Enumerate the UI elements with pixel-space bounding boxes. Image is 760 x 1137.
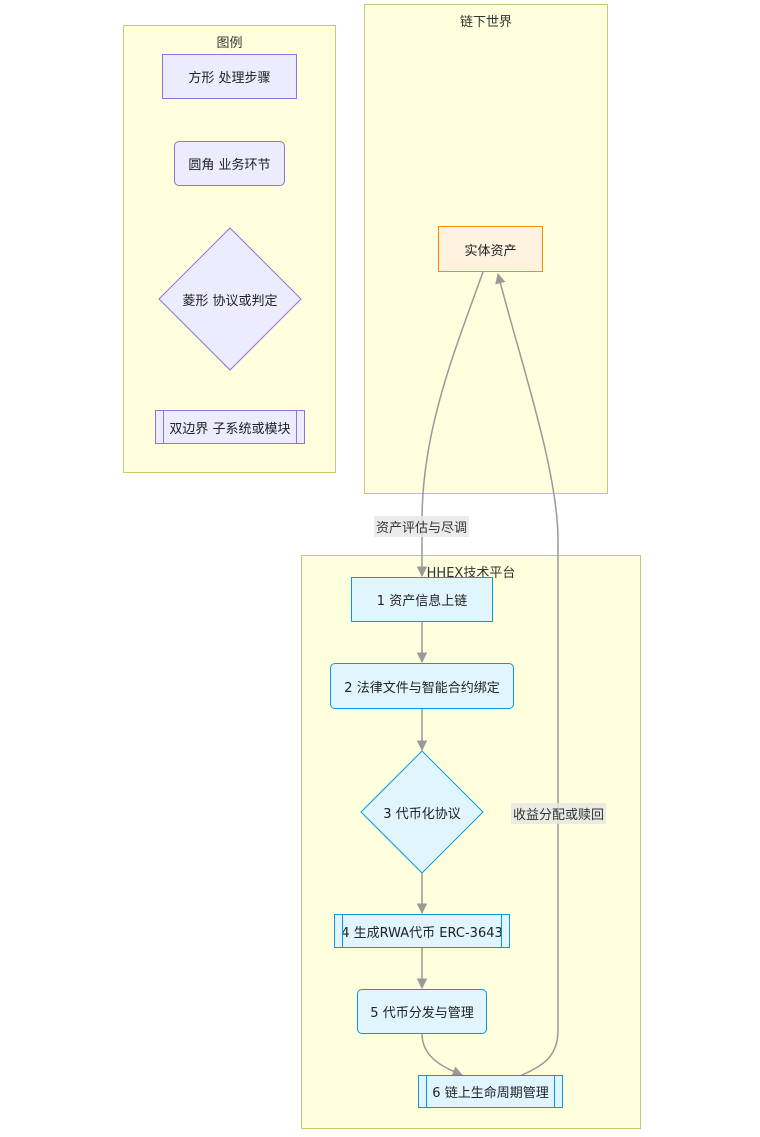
step2-label: 2 法律文件与智能合约绑定 <box>344 680 500 696</box>
offchain-cluster: 链下世界 <box>364 4 608 494</box>
legend-rect-label: 方形 处理步骤 <box>188 71 271 86</box>
step3-label: 3 代币化协议 <box>383 806 461 822</box>
legend-diamond-label: 菱形 协议或判定 <box>182 293 278 309</box>
edge-step5-to-step6 <box>421 1033 463 1077</box>
step4-label: 4 生成RWA代币 ERC-3643 <box>341 925 503 941</box>
legend-subroutine-node: 双边界 子系统或模块 <box>155 410 305 444</box>
step5-label: 5 代币分发与管理 <box>370 1006 474 1021</box>
step6-node: 6 链上生命周期管理 <box>418 1075 563 1108</box>
step2-node: 2 法律文件与智能合约绑定 <box>330 663 514 709</box>
step5-node: 5 代币分发与管理 <box>357 989 487 1034</box>
legend-subroutine-label: 双边界 子系统或模块 <box>169 421 291 437</box>
step4-node: 4 生成RWA代币 ERC-3643 <box>334 914 510 948</box>
step6-label: 6 链上生命周期管理 <box>432 1086 549 1101</box>
asset-label: 实体资产 <box>464 243 517 259</box>
edge-asset-to-step1 <box>416 271 484 578</box>
legend-rounded-node: 圆角 业务环节 <box>174 141 285 186</box>
edge-label-return-flow: 收益分配或赎回 <box>511 803 607 824</box>
step3-node: 3 代币化协议 <box>361 797 483 827</box>
legend-rounded-label: 圆角 业务环节 <box>188 158 271 173</box>
legend-rect-node: 方形 处理步骤 <box>162 54 297 99</box>
legend-diamond-node: 菱形 协议或判定 <box>159 284 301 314</box>
legend-cluster-title: 图例 <box>216 36 243 51</box>
step1-label: 1 资产信息上链 <box>376 594 468 609</box>
asset-node: 实体资产 <box>438 226 543 272</box>
edge-label-due-diligence: 资产评估与尽调 <box>374 516 470 537</box>
edge-step6-to-asset <box>495 272 559 1076</box>
legend-diamond-shape <box>158 227 302 371</box>
offchain-cluster-title: 链下世界 <box>459 15 512 30</box>
step1-node: 1 资产信息上链 <box>351 577 493 622</box>
